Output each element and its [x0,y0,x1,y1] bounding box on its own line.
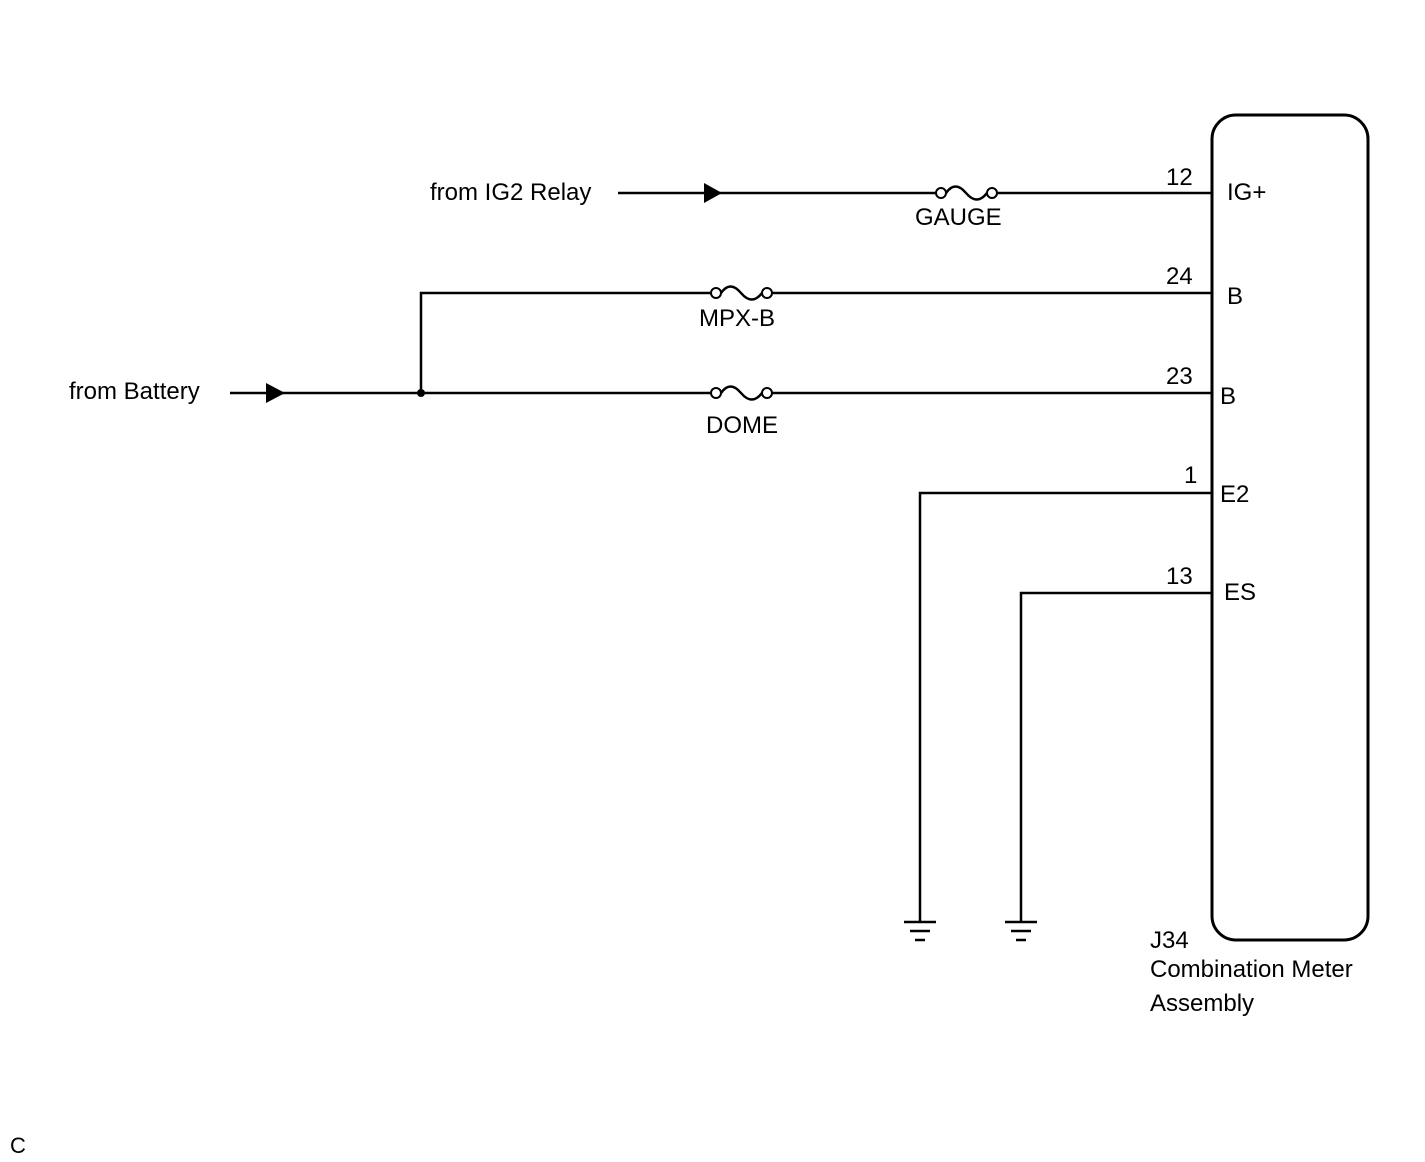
pin-name-ig: IG+ [1227,179,1266,206]
ig2-arrow [704,183,722,203]
combination-meter-box [1210,113,1370,942]
pin-name-b1: B [1227,283,1243,310]
es-ground-icon [1005,920,1037,942]
dome-fuse [710,385,773,401]
e2-ground-icon [904,920,936,942]
connector-id: J34 [1150,927,1189,954]
connector-name-line1: Combination Meter [1150,956,1353,983]
mpxb-wire-a [419,291,716,393]
gauge-fuse-label: GAUGE [915,204,1002,231]
e2-ground-wire [918,491,1212,922]
pin-number-23: 23 [1166,363,1193,390]
pin-number-13: 13 [1166,563,1193,590]
gauge-fuse [935,185,998,201]
connector-name-line2: Assembly [1150,990,1254,1017]
figure-code: C [10,1133,26,1158]
battery-arrow [266,383,285,403]
mpxb-fuse-label: MPX-B [699,305,775,332]
ig2-relay-label: from IG2 Relay [430,179,591,206]
pin-name-es: ES [1224,579,1256,606]
battery-label: from Battery [69,378,200,405]
pin-name-e2: E2 [1220,481,1249,508]
pin-number-12: 12 [1166,164,1193,191]
es-ground-wire [1019,591,1212,922]
mpxb-fuse [710,285,773,301]
dome-fuse-label: DOME [706,412,778,439]
pin-name-b2: B [1220,383,1236,410]
pin-number-1: 1 [1184,462,1197,489]
pin-number-24: 24 [1166,263,1193,290]
